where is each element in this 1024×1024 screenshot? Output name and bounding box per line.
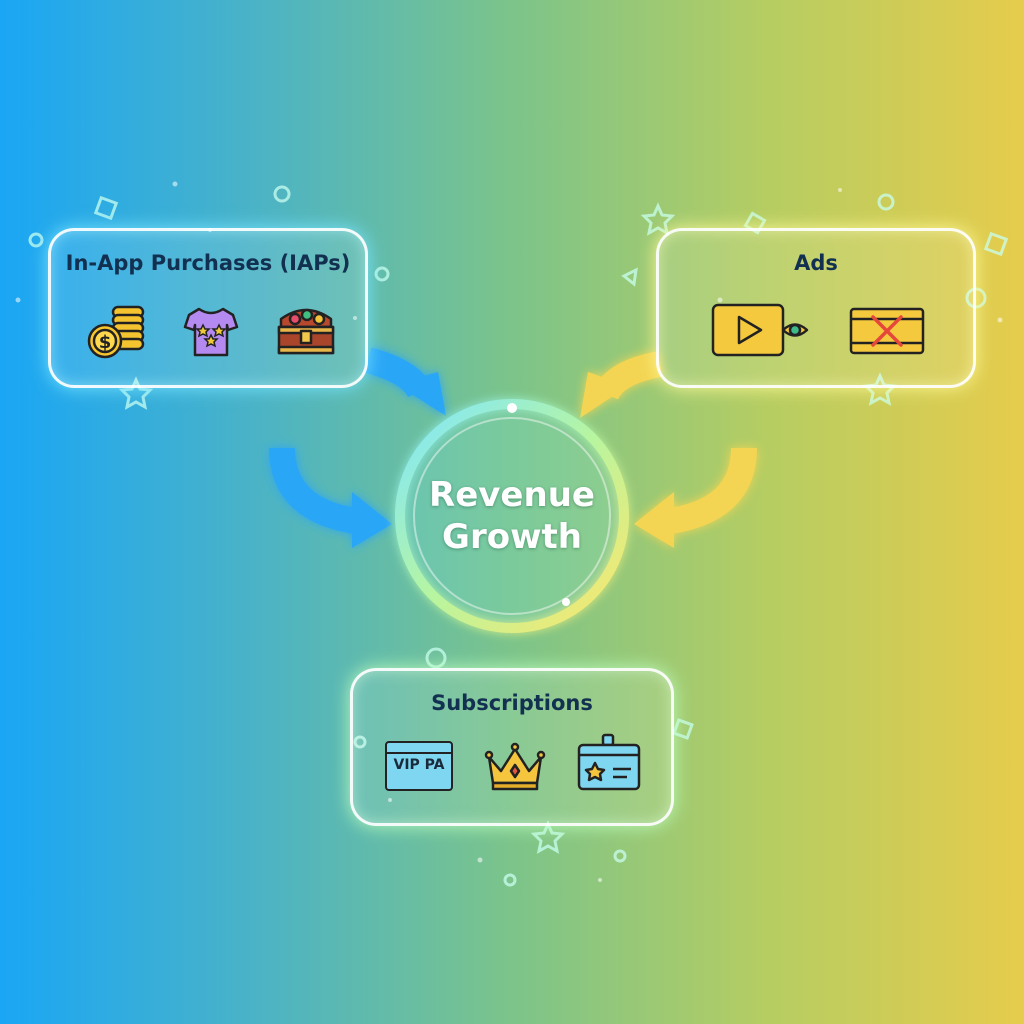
arrow-ads-side: [634, 447, 757, 548]
iaps-card: In-App Purchases (IAPs) $: [48, 228, 368, 388]
svg-text:$: $: [99, 332, 112, 353]
vip-pass-icon: VIP PA: [385, 741, 453, 791]
arrow-ads-top: [580, 351, 663, 418]
video-ad-icon: [711, 303, 809, 357]
tshirt-icon: [183, 307, 239, 357]
ads-card: Ads: [656, 228, 976, 388]
ads-title: Ads: [794, 251, 838, 275]
blocked-banner-icon: [849, 307, 925, 355]
hub-line-2: Growth: [442, 517, 582, 557]
membership-card-icon: [577, 733, 641, 791]
arrow-iaps-side: [269, 447, 392, 548]
coin-stack-icon: $: [87, 305, 145, 359]
arrow-iaps-top: [364, 347, 446, 416]
revenue-hub-ring: [395, 399, 629, 633]
vip-pass-label: VIP PA: [393, 757, 445, 773]
iaps-title: In-App Purchases (IAPs): [65, 251, 351, 275]
subscriptions-title: Subscriptions: [431, 691, 593, 715]
crown-icon: [484, 742, 546, 791]
revenue-growth-label: Revenue Growth: [412, 474, 612, 558]
hub-line-1: Revenue: [429, 475, 595, 515]
subscriptions-card: Subscriptions VIP PA: [350, 668, 674, 826]
treasure-chest-icon: [277, 308, 335, 355]
